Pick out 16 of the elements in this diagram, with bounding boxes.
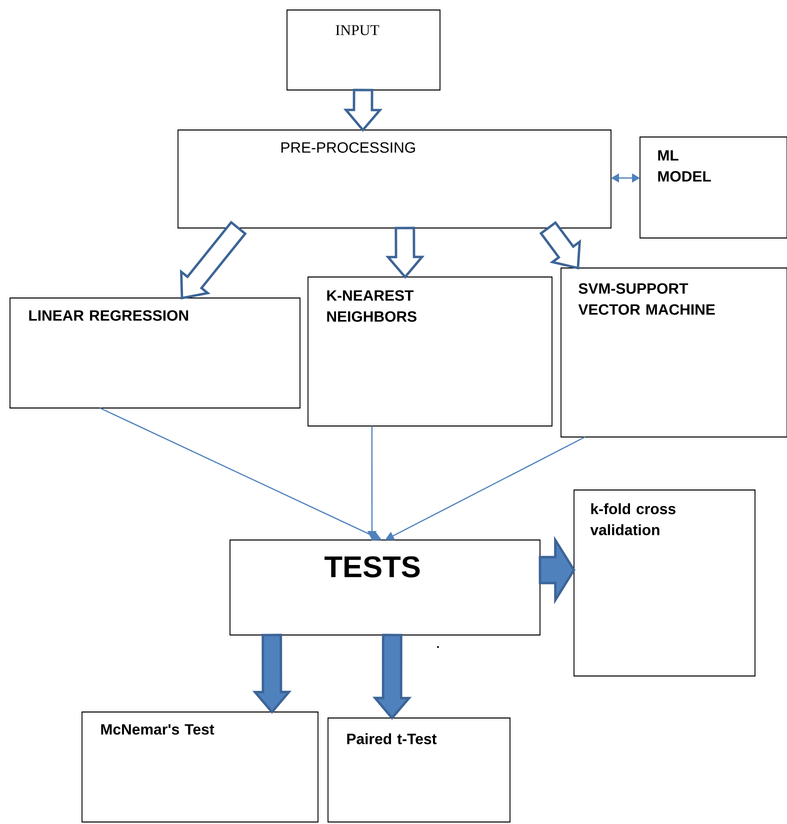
process-box: K-NEAREST NEIGHBORS (308, 276, 552, 426)
process-box: INPUT (286, 10, 440, 90)
process-box: TESTS (230, 540, 540, 636)
block-arrow (372, 634, 412, 720)
block-arrow (343, 88, 383, 132)
block-arrow (385, 226, 425, 279)
process-box: Paired t-Test (328, 718, 510, 822)
process-box: LINEAR REGRESSION (10, 298, 300, 408)
process-box: k-fold cross validation (574, 490, 756, 676)
process-box: PRE-PROCESSING (178, 130, 612, 228)
process-box: SVM-SUPPORT VECTOR MACHINE (560, 268, 787, 438)
process-box: McNemar's Test (82, 712, 318, 822)
process-box: ML MODEL (640, 136, 787, 238)
note-text: . (437, 646, 439, 648)
block-arrow (252, 634, 292, 714)
block-arrow (538, 536, 576, 604)
